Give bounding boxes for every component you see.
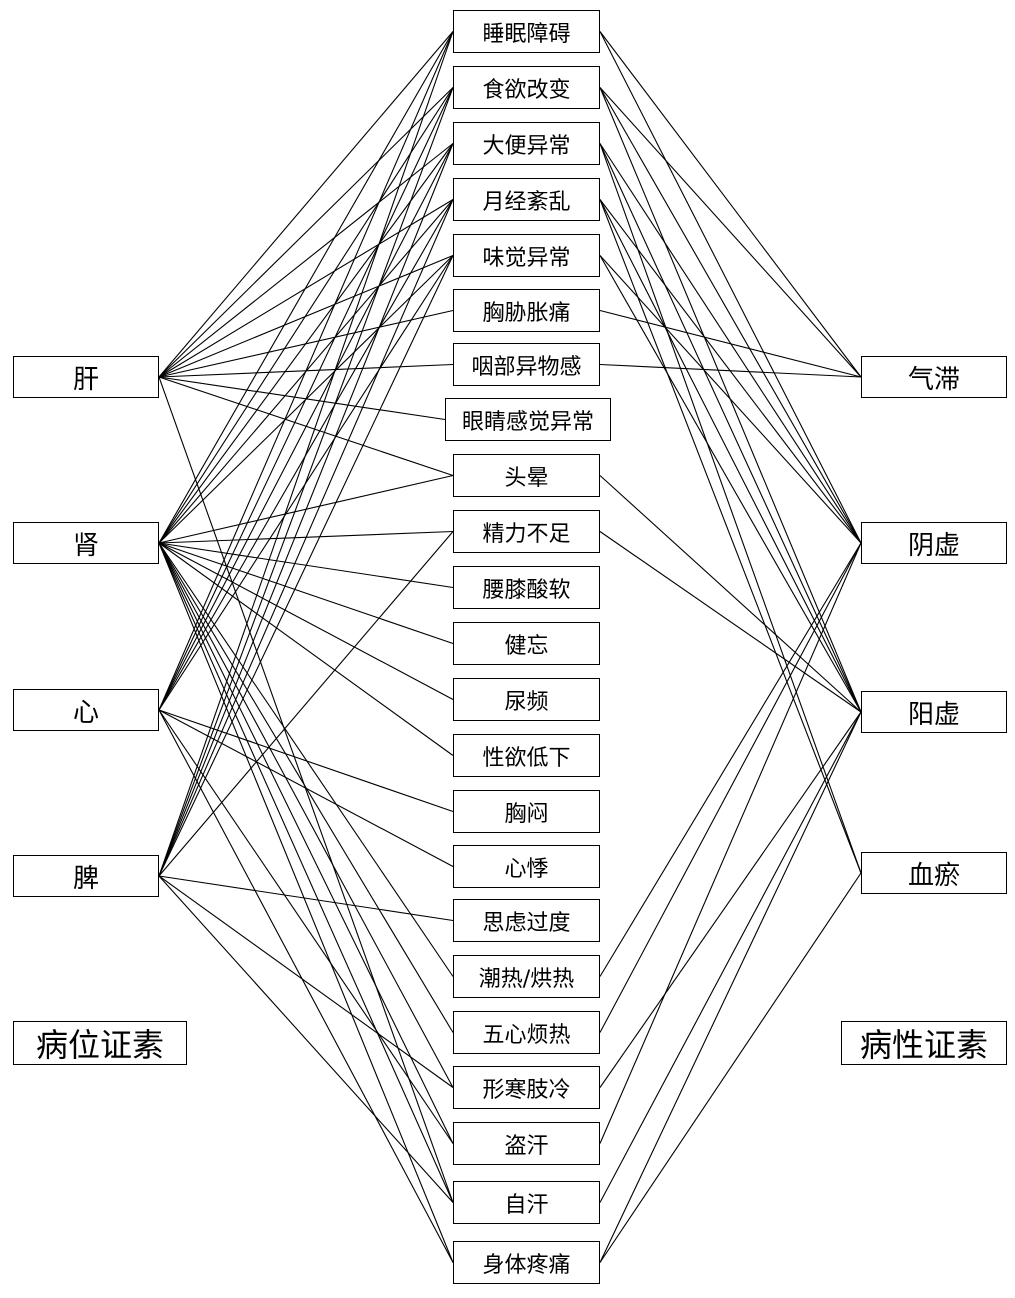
symptom-box: 身体疼痛 [453,1241,600,1284]
symptom-box: 睡眠障碍 [453,10,600,53]
symptom-box: 尿频 [453,678,600,721]
location-box-heart: 心 [13,689,159,731]
connection-line [158,376,454,1203]
connection-line [599,143,862,544]
connection-line [599,87,862,378]
nature-box-blood-stasis: 血瘀 [861,852,1007,894]
symptom-box: 食欲改变 [453,66,600,109]
connection-line [158,875,454,1088]
connection-line [158,875,454,1203]
connection-line [599,531,862,713]
connection-line [599,199,862,713]
connection-line [599,542,862,1033]
connection-line [158,542,454,1144]
connection-line [158,542,454,645]
symptom-box: 咽部异物感 [453,343,600,386]
symptom-box: 胸闷 [453,790,600,833]
connection-line [158,199,454,877]
connection-line [158,87,454,877]
nature-box-yin-deficiency: 阴虚 [861,522,1007,564]
connection-line [599,87,862,713]
connection-line [599,31,862,378]
connection-line [158,143,454,877]
connection-line [158,709,454,1144]
connection-line [599,542,862,1144]
nature-box-qi-stagnation: 气滞 [861,356,1007,398]
connection-line [158,542,454,700]
symptom-box: 潮热/烘热 [453,955,600,998]
connection-line [599,143,862,713]
connection-line [599,199,862,874]
connection-line [599,87,862,544]
connection-line [599,199,862,544]
symptom-box: 性欲低下 [453,734,600,777]
connection-line [158,875,454,922]
connection-line [599,143,862,874]
connection-line [158,255,454,877]
location-box-liver: 肝 [13,356,159,398]
symptom-box: 心悸 [453,845,600,888]
symptom-box: 大便异常 [453,122,600,165]
connection-line [158,31,454,711]
connection-line [158,87,454,711]
connection-line [599,711,862,1088]
connection-line [599,255,862,713]
connection-line [158,542,454,756]
symptom-box: 形寒肢冷 [453,1066,600,1109]
connection-line [158,31,454,544]
connection-line [599,711,862,1203]
connection-line [599,475,862,713]
connection-line [158,87,454,544]
connection-line [158,376,446,421]
symptom-box: 精力不足 [453,510,600,553]
connection-line [158,542,454,1263]
symptom-box: 健忘 [453,622,600,665]
symptom-box: 五心烦热 [453,1011,600,1054]
connection-line [158,542,454,1203]
connection-line [158,143,454,378]
connection-line [158,143,454,711]
symptom-box: 腰膝酸软 [453,566,600,609]
connection-line [599,711,862,1263]
connection-line [599,872,862,1263]
connection-line [158,31,454,877]
symptom-box: 味觉异常 [453,234,600,277]
connection-line [158,31,454,378]
connection-line [599,542,862,977]
location-caption: 病位证素 [13,1021,187,1065]
nature-box-yang-deficiency: 阳虚 [861,691,1007,733]
connection-line [158,709,454,1263]
symptom-box: 头晕 [453,454,600,497]
nature-caption: 病性证素 [841,1021,1007,1065]
symptom-box: 思虑过度 [453,899,600,942]
connection-line [158,531,454,877]
symptom-box: 自汗 [453,1181,600,1224]
connection-line [158,709,454,813]
symptom-box: 盗汗 [453,1122,600,1165]
symptom-box: 胸胁胀痛 [453,289,600,332]
connection-line [158,143,454,544]
symptom-box: 眼睛感觉异常 [445,398,611,441]
connection-line [599,31,862,544]
connection-line [158,87,454,378]
location-box-spleen: 脾 [13,855,159,897]
symptom-box: 月经紊乱 [453,178,600,221]
location-box-kidney: 肾 [13,522,159,564]
